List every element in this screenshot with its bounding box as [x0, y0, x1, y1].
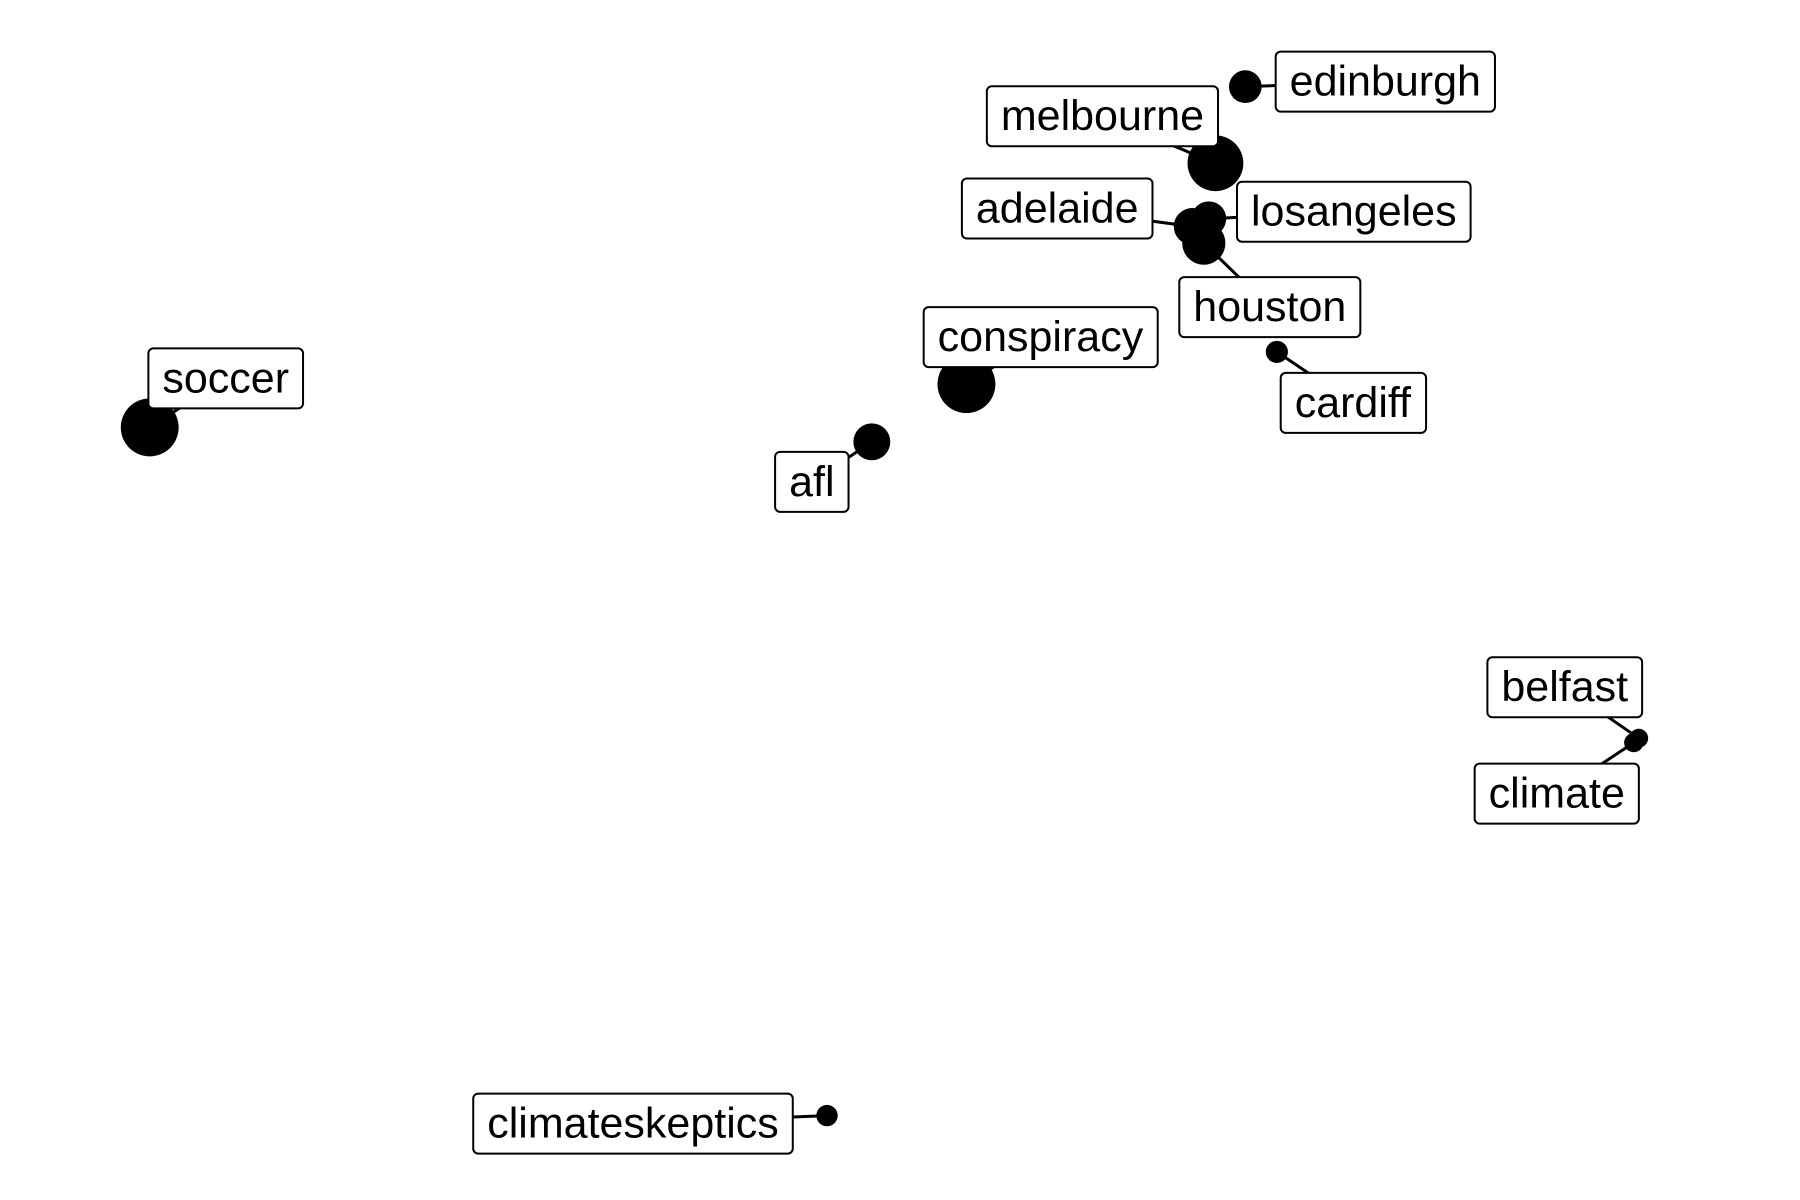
point-label-edinburgh: edinburgh: [1274, 50, 1496, 113]
label-text: conspiracy: [938, 313, 1144, 361]
label-box: [1178, 276, 1362, 339]
label-text: melbourne: [1001, 92, 1204, 140]
label-text: afl: [789, 458, 834, 506]
label-text: losangeles: [1251, 188, 1457, 236]
label-box: [1486, 656, 1644, 719]
data-point-melbourne: [1187, 135, 1244, 192]
point-label-cardiff: cardiff: [1279, 371, 1428, 434]
label-box: [922, 306, 1159, 369]
label-box: [1473, 762, 1640, 825]
data-point-edinburgh: [1228, 70, 1262, 103]
point-label-belfast: belfast: [1486, 656, 1644, 719]
label-text: belfast: [1501, 663, 1628, 711]
point-label-afl: afl: [774, 450, 850, 513]
point-label-climateskeptics: climateskeptics: [472, 1092, 794, 1155]
label-box: [1274, 50, 1496, 113]
label-text: climateskeptics: [487, 1100, 779, 1148]
data-point-conspiracy: [937, 355, 996, 414]
data-point-climate: [1624, 733, 1644, 753]
label-box: [985, 85, 1220, 148]
label-text: houston: [1193, 283, 1346, 331]
label-box: [1279, 371, 1428, 434]
point-label-houston: houston: [1178, 276, 1362, 339]
label-text: climate: [1489, 770, 1625, 818]
data-point-afl: [853, 423, 891, 461]
label-box: [472, 1092, 794, 1155]
label-text: soccer: [162, 354, 289, 402]
point-label-soccer: soccer: [147, 347, 305, 410]
label-text: adelaide: [976, 184, 1139, 232]
point-label-losangeles: losangeles: [1236, 180, 1472, 243]
data-point-houston: [1182, 221, 1226, 265]
label-box: [1236, 180, 1472, 243]
point-label-adelaide: adelaide: [960, 177, 1154, 240]
data-point-cardiff: [1265, 340, 1288, 364]
label-box: [774, 450, 850, 513]
data-points: [120, 70, 1649, 1127]
label-text: cardiff: [1295, 379, 1412, 427]
point-label-climate: climate: [1473, 762, 1640, 825]
label-text: edinburgh: [1290, 58, 1481, 106]
point-labels: soccer afl conspiracy melbourne edinburgh ade…: [147, 50, 1644, 1155]
data-point-soccer: [120, 398, 179, 457]
point-label-conspiracy: conspiracy: [922, 306, 1159, 369]
data-point-climateskeptics: [816, 1104, 838, 1127]
label-box: [960, 177, 1154, 240]
label-box: [147, 347, 305, 410]
point-label-melbourne: melbourne: [985, 85, 1220, 148]
